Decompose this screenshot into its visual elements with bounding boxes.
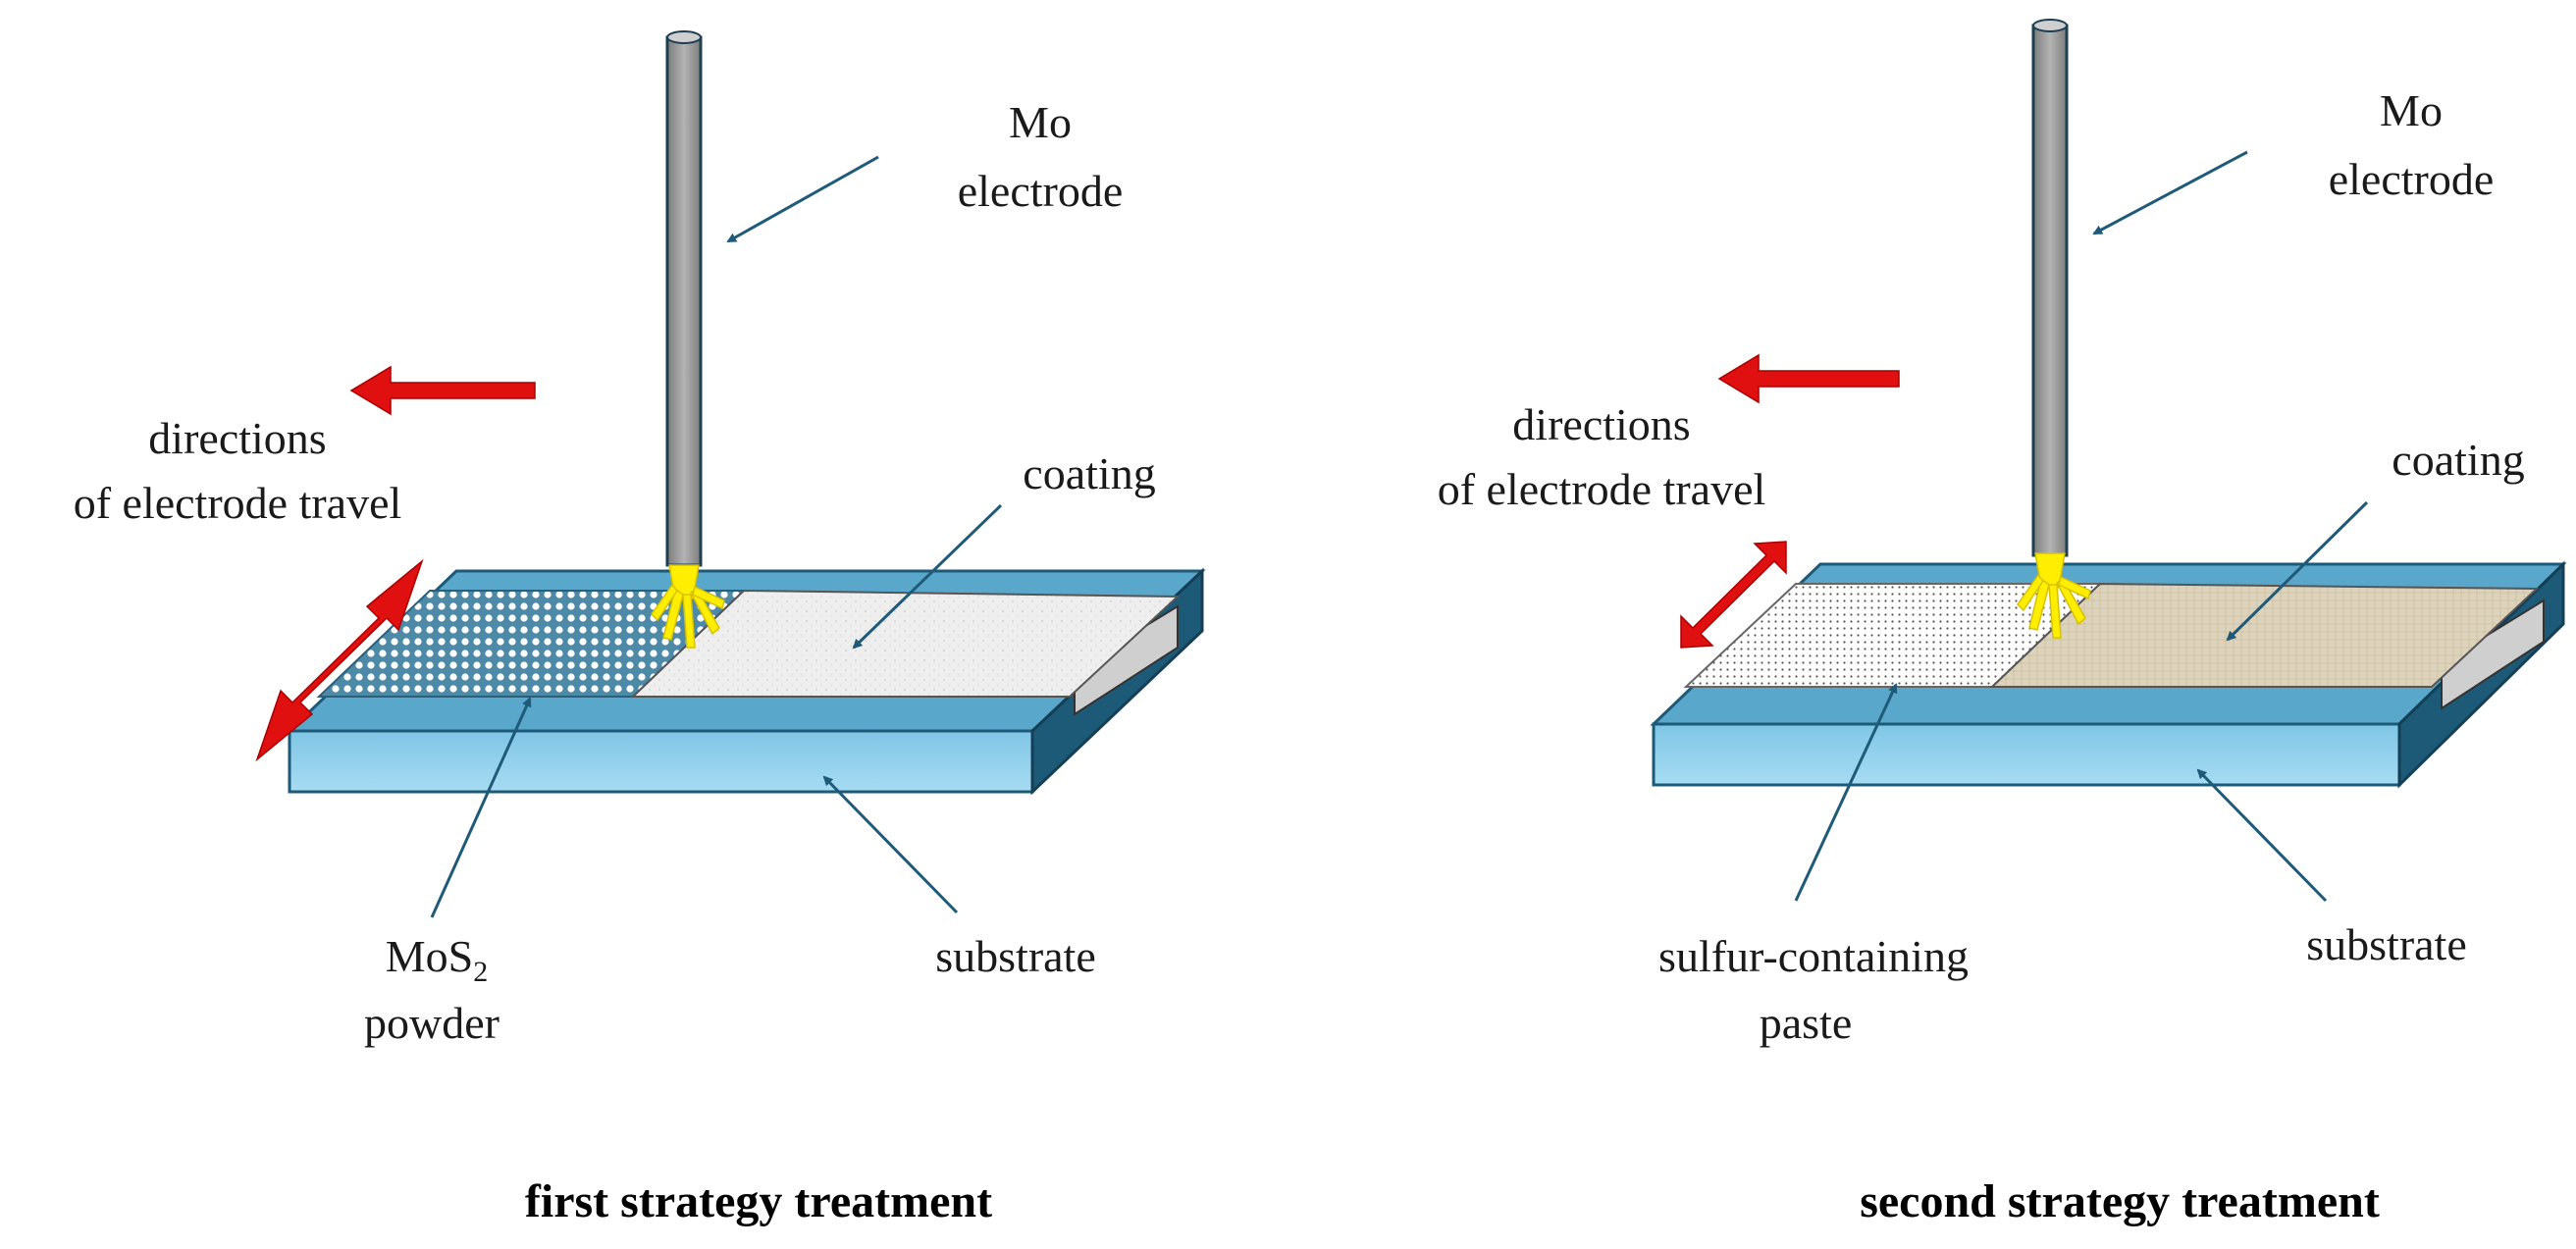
direction-label-line1: directions [148,413,326,463]
electrode-label-line2: electrode [958,166,1124,216]
mo-electrode-rod [665,35,703,567]
coating-area [1989,582,2540,688]
spark-icon [651,564,725,649]
electrode-label-line1: Mo [1009,97,1072,147]
coating-area [630,589,1181,698]
substrate-label: substrate [935,931,1096,981]
caption-second-strategy: second strategy treatment [1860,1175,2380,1227]
mo-electrode-rod [2031,24,2069,557]
mo-electrode-tip-top [666,30,702,44]
travel-arrow-horizontal [349,365,536,416]
direction-label-line2: of electrode travel [1438,464,1766,514]
mos2-label: MoS2 [386,931,488,988]
panel-second-strategy: Mo electrode directions of electrode tra… [1438,19,2567,1227]
sulfur-paste-label-line1: sulfur-containing [1658,931,1969,981]
substrate-front-face [1652,722,2401,787]
direction-label-line1: directions [1512,399,1690,449]
electrode-label-line2: electrode [2329,154,2495,204]
leader-lines [1794,150,2369,903]
leader-lines [430,155,1003,918]
caption-first-strategy: first strategy treatment [525,1175,992,1227]
travel-arrow-diagonal [255,558,424,762]
coating-label: coating [1023,448,1155,498]
substrate-front-face [288,729,1034,794]
direction-label-line2: of electrode travel [74,478,402,528]
spark-icon [2017,552,2091,639]
sulfur-paste-label-line2: paste [1760,998,1853,1048]
travel-arrow-horizontal [1717,353,1900,404]
travel-arrow-diagonal [1680,541,1787,649]
coating-label: coating [2392,435,2524,485]
substrate-slot [2441,598,2545,710]
powder-label: powder [364,998,499,1048]
electrode-label-line1: Mo [2380,85,2443,135]
panel-first-strategy: Mo electrode directions of electrode tra… [74,30,1206,1227]
mo-electrode-tip-top [2032,19,2068,32]
substrate-label: substrate [2306,919,2467,969]
